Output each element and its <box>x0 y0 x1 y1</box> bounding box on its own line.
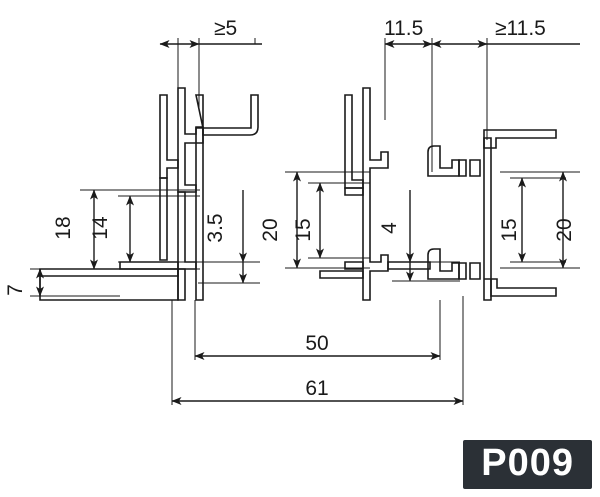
dim-label-11-5: 11.5 <box>384 17 423 40</box>
left-bottom-ledge <box>119 261 179 270</box>
dim-label-7: 7 <box>4 284 27 296</box>
right-connector-lower <box>387 261 431 270</box>
dim-label-ge11-5: ≥11.5 <box>495 17 546 40</box>
dim-label-20-left: 20 <box>259 218 282 241</box>
dimension-labels-group: ≥5 11.5 ≥11.5 18 14 7 3.5 20 15 4 15 20 … <box>4 17 576 400</box>
center-fin-left <box>344 94 364 189</box>
left-fin-upper <box>159 94 179 179</box>
base-plate-left-outline <box>39 269 179 301</box>
center-interlock <box>362 87 389 301</box>
left-main-web <box>195 127 204 301</box>
dimension-arrows-group <box>36 40 580 405</box>
left-interlock-lower <box>177 191 197 270</box>
dim-label-50: 50 <box>305 332 328 355</box>
right-top-flange <box>483 129 557 149</box>
base-plate-left-top <box>39 268 179 277</box>
right-clip-tooth <box>458 159 467 177</box>
base-leg <box>177 268 186 301</box>
dim-label-61: 61 <box>305 377 328 400</box>
left-hook-top <box>195 94 259 136</box>
right-lower-tooth2 <box>469 262 481 280</box>
dim-label-3-5: 3.5 <box>204 213 227 242</box>
center-lower-slab <box>344 261 364 270</box>
dim-label-18: 18 <box>52 216 75 239</box>
left-fin-lower <box>159 177 168 261</box>
dim-label-4: 4 <box>378 222 401 234</box>
dim-label-20-right: 20 <box>553 218 576 241</box>
right-lower-tooth <box>458 262 467 280</box>
dim-label-ge5: ≥5 <box>214 17 237 40</box>
right-main-web <box>483 137 492 301</box>
right-bottom-flange <box>484 278 557 297</box>
right-lower-clip <box>427 248 460 280</box>
center-lower-slab2 <box>319 270 364 279</box>
dim-label-15-left: 15 <box>292 218 315 241</box>
profile-outline-group <box>39 87 557 301</box>
dim-label-15-right: 15 <box>498 218 521 241</box>
dim-label-14: 14 <box>89 216 112 240</box>
center-web-shoulder <box>344 187 364 196</box>
right-clip-tooth2 <box>469 159 481 177</box>
drawing-reference-tag: P009 <box>463 440 592 489</box>
